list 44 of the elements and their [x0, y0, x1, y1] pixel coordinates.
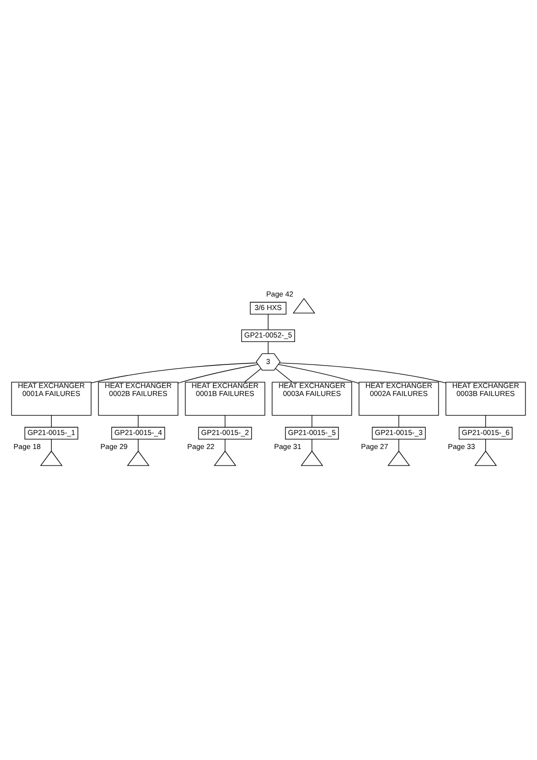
connector — [178, 364, 258, 383]
node-box: GP21-0015-_4 — [111, 426, 166, 440]
node-box: GP21-0015-_1 — [24, 426, 78, 440]
connector — [275, 368, 293, 382]
connector — [398, 438, 400, 451]
node-triangle — [388, 450, 410, 466]
node-box: HEAT EXCHANGER 0001A FAILURES — [11, 381, 92, 416]
node-box: GP21-0052-_5 — [241, 328, 296, 342]
connector — [244, 368, 262, 382]
node-box: GP21-0015-_5 — [285, 426, 339, 440]
connector — [90, 362, 258, 383]
node-box: HEAT EXCHANGER 0002A FAILURES — [358, 381, 439, 416]
node-triangle — [292, 298, 316, 313]
connector — [224, 414, 226, 427]
node-label: Page 27 — [361, 441, 388, 450]
node-label: Page 33 — [448, 441, 476, 450]
node-triangle — [214, 450, 236, 466]
node-box: HEAT EXCHANGER 0002B FAILURES — [98, 381, 178, 416]
node-box: HEAT EXCHANGER 0003A FAILURES — [272, 381, 352, 416]
node-box: HEAT EXCHANGER 0001B FAILURES — [184, 381, 266, 416]
node-box: GP21-0015-_6 — [458, 426, 513, 440]
connector — [138, 438, 139, 451]
connector — [51, 438, 52, 451]
node-label: Page 31 — [274, 441, 302, 450]
connector — [224, 438, 226, 451]
node-box: GP21-0015-_3 — [372, 426, 426, 440]
node-triangle — [474, 450, 497, 466]
node-triangle — [40, 450, 63, 466]
connector — [485, 438, 486, 451]
connector — [51, 414, 52, 427]
node-box: HEAT EXCHANGER 0003B FAILURES — [446, 381, 526, 416]
node-label: Page 42 — [266, 288, 294, 298]
node-label: Page 29 — [100, 441, 128, 450]
connector — [398, 414, 400, 427]
node-triangle — [300, 450, 324, 466]
connector — [278, 364, 360, 384]
node-box: GP21-0015-_2 — [198, 426, 252, 440]
connector — [279, 362, 446, 383]
node-label: Page 18 — [14, 441, 41, 450]
node-triangle — [126, 450, 150, 466]
connector — [485, 414, 486, 427]
node-box: 3/6 HXS — [250, 301, 286, 314]
node-label: Page 22 — [187, 441, 214, 450]
connector — [138, 414, 139, 427]
